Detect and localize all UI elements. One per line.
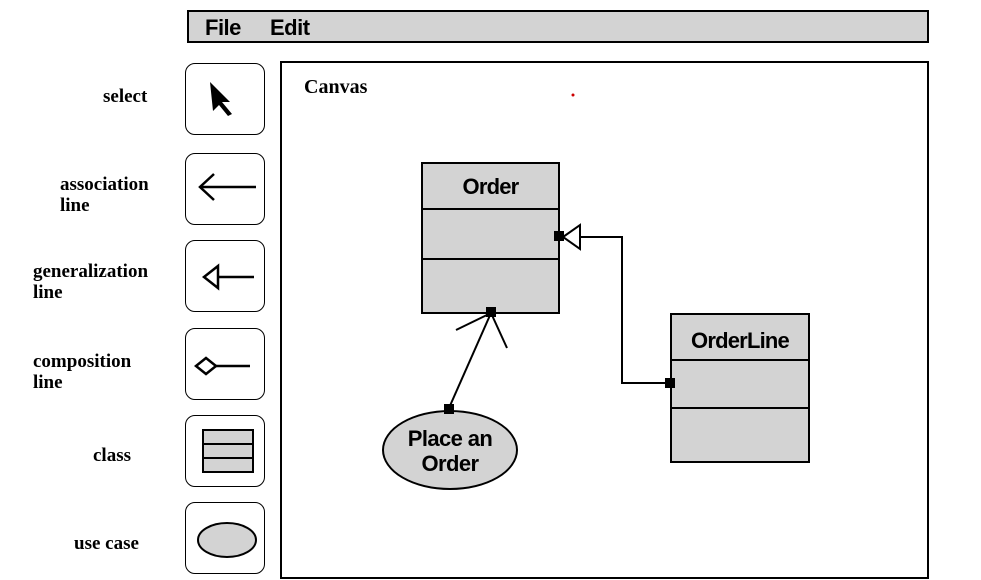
composition-line-tool-button[interactable] [185, 328, 265, 400]
generalization-connector[interactable] [554, 223, 675, 388]
select-tool-button[interactable] [185, 63, 265, 135]
use-case-line-1: Place an [407, 426, 493, 451]
class-name-order: Order [462, 174, 520, 199]
use-case-place-order[interactable]: Place an Order [382, 410, 518, 490]
tool-label-class: class [93, 445, 131, 466]
generalization-arrow-icon [201, 263, 254, 291]
tool-label-generalization-line: generalization line [33, 261, 149, 303]
use-case-line-2: Order [421, 451, 480, 476]
order-class[interactable]: Order [421, 162, 560, 314]
class-tool-button[interactable] [185, 415, 265, 487]
composition-diamond-icon [193, 356, 250, 376]
connector-handle[interactable] [554, 231, 564, 241]
class-box-icon [202, 429, 254, 473]
use-case-tool-button[interactable] [185, 502, 265, 574]
connector-handle[interactable] [665, 378, 675, 388]
association-line-tool-button[interactable] [185, 153, 265, 225]
tool-label-use-case: use case [74, 533, 139, 554]
operations-compartment [423, 258, 558, 260]
canvas-label: Canvas [304, 76, 368, 98]
ellipse-icon [197, 522, 257, 558]
association-arrow-icon [198, 173, 256, 201]
arrow-cursor-icon [210, 82, 232, 116]
drawing-canvas[interactable] [280, 61, 929, 579]
association-connector[interactable] [444, 307, 508, 414]
use-case-text: Place an Order [384, 426, 516, 476]
connector-handle[interactable] [486, 307, 496, 317]
menu-file[interactable]: File [205, 15, 241, 40]
generalization-line-tool-button[interactable] [185, 240, 265, 312]
connector-handle[interactable] [444, 404, 454, 414]
menu-edit[interactable]: Edit [270, 15, 310, 40]
attributes-compartment [423, 208, 558, 210]
menu-bar: File Edit [187, 10, 929, 43]
tool-label-select: select [103, 86, 148, 107]
tool-label-association-line: association line [60, 174, 149, 216]
class-name-orderline: OrderLine [691, 328, 790, 353]
attributes-compartment [672, 359, 808, 361]
operations-compartment [672, 407, 808, 409]
stray-dot [571, 93, 575, 97]
tool-label-composition-line: composition line [33, 351, 132, 393]
